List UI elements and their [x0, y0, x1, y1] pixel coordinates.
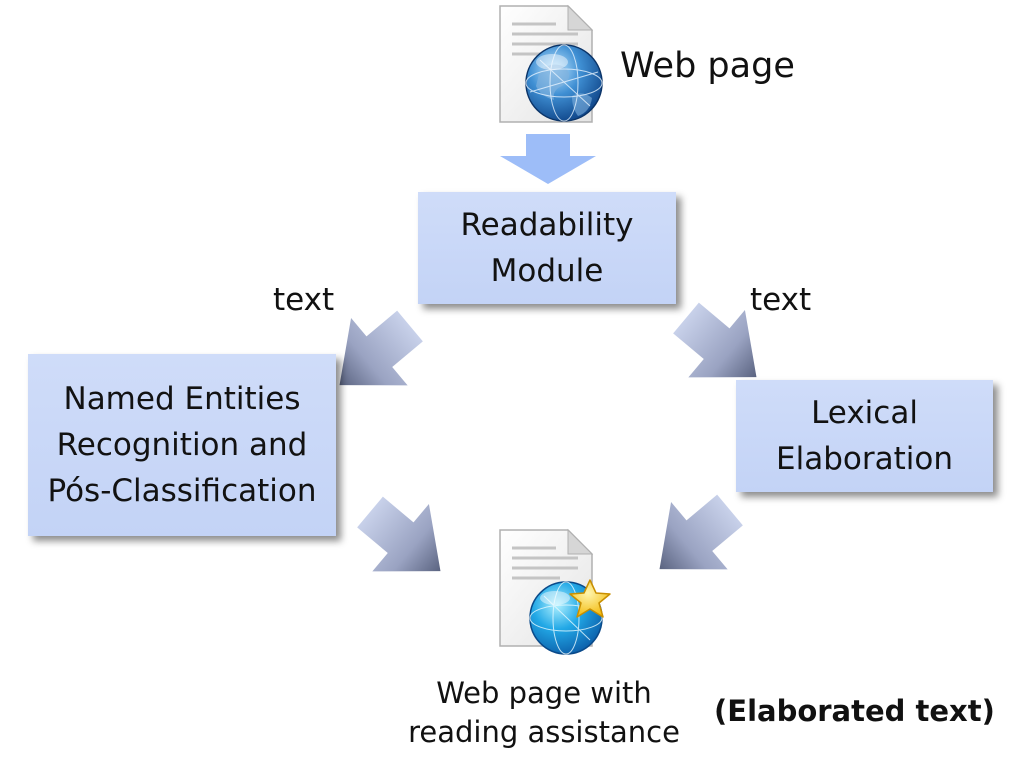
node-line: Named Entities: [63, 381, 301, 417]
node-line: Recognition and: [56, 427, 308, 463]
node-line: Pós-Classification: [47, 473, 317, 509]
edge-label-left: text: [273, 282, 335, 318]
node-lexical-elaboration: Lexical Elaboration: [736, 380, 993, 492]
output-label: Web page with reading assistance: [402, 674, 686, 752]
input-arrow: [500, 134, 596, 184]
node-line: Elaboration: [776, 441, 953, 477]
input-label: Web page: [620, 46, 795, 86]
output-note: (Elaborated text): [714, 694, 995, 728]
webpage-globe-icon: [499, 4, 603, 123]
output-line: reading assistance: [408, 715, 680, 749]
webpage-globe-star-icon: [499, 528, 611, 655]
arrow-ner-to-output: [341, 478, 469, 605]
output-line: Web page with: [436, 676, 652, 710]
edge-label-right: text: [750, 282, 812, 318]
node-line: Readability: [460, 207, 634, 243]
node-readability-module: Readability Module: [418, 192, 676, 304]
node-line: Lexical: [811, 395, 918, 431]
node-line: Module: [490, 253, 604, 289]
arrow-lexical-to-output: [631, 476, 759, 603]
node-named-entities: Named Entities Recognition and Pós-Class…: [28, 354, 336, 536]
